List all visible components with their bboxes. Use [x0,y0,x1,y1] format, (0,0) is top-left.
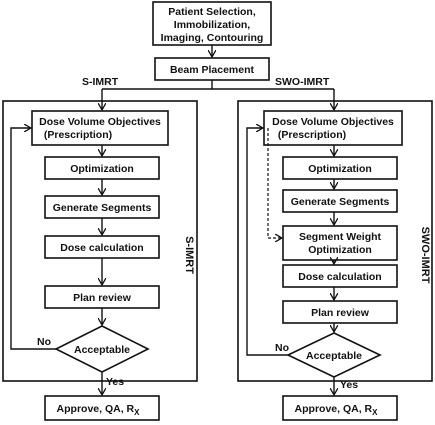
right-segments-label: Generate Segments [291,196,390,208]
start-line-1: Patient Selection, [168,6,256,18]
left-segments-label: Generate Segments [53,202,152,214]
right-swo-line-2: Optimization [308,244,372,256]
right-dvo-line-2: (Prescription) [278,129,346,141]
start-line-2: Immobilization, [174,19,251,31]
left-approve-box [44,395,160,421]
left-no-label: No [37,336,51,348]
right-optimization-box [282,156,398,180]
left-optimization-label: Optimization [70,163,134,175]
right-optimization-label: Optimization [308,163,372,175]
left-review-label: Plan review [73,292,132,304]
right-review-box [282,300,398,324]
right-dvo-box [263,110,403,146]
left-approve-label: Approve, QA, RX [57,403,141,417]
left-side-label: S-IMRT [183,236,195,274]
right-segments-box [282,189,398,213]
arrow-right-no-loop [246,128,288,356]
right-swo-line-1: Segment Weight [299,231,382,243]
left-dvo-line-1: Dose Volume Objectives [39,116,161,128]
left-dvo-line-2: (Prescription) [44,129,112,141]
s-imrt-panel [2,100,198,382]
left-dose-label: Dose calculation [60,242,143,254]
left-yes-label: Yes [106,376,124,388]
beam-placement-label: Beam Placement [170,64,255,76]
right-review-label: Plan review [311,307,370,319]
right-decision-label: Acceptable [306,350,362,362]
right-dose-box [282,264,398,288]
right-approve-label: Approve, QA, RX [295,403,379,417]
right-swo-box [282,225,398,261]
swo-imrt-panel [237,100,433,382]
right-approve-box [282,395,398,421]
left-branch-label: S-IMRT [82,76,119,88]
right-dvo-line-1: Dose Volume Objectives [272,116,394,128]
right-side-label: SWO-IMRT [419,227,431,284]
right-branch-label: SWO-IMRT [275,76,330,88]
right-yes-label: Yes [340,379,358,391]
right-no-label: No [275,342,289,354]
right-dose-label: Dose calculation [298,271,381,283]
left-dvo-box [31,110,169,146]
dashed-swo-loop [267,128,281,238]
arrow-left-no-loop [10,128,56,350]
start-line-3: Imaging, Contouring [161,32,264,44]
left-decision-label: Acceptable [74,344,130,356]
